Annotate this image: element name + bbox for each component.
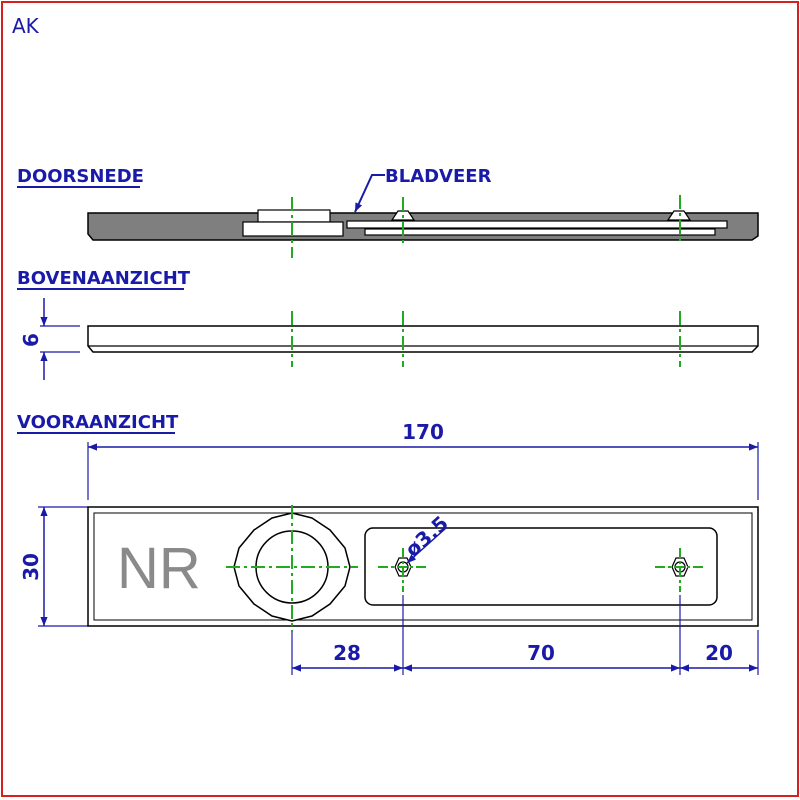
top-view xyxy=(87,311,759,367)
front-view-title: VOORAANZICHT xyxy=(17,412,179,433)
corner-label: AK xyxy=(12,14,40,38)
section-view xyxy=(87,195,759,258)
height-dimension: 30 xyxy=(19,506,88,627)
dimension-28: 28 xyxy=(333,641,361,665)
leaf-spring-label: BLADVEER xyxy=(385,166,492,187)
leaf-spring-leader xyxy=(354,174,385,213)
thickness-value: 6 xyxy=(19,333,43,347)
thickness-dimension: 6 xyxy=(19,298,80,380)
dimension-70: 70 xyxy=(527,641,555,665)
part-marking: NR xyxy=(117,536,201,601)
length-value: 170 xyxy=(402,420,444,444)
height-value: 30 xyxy=(19,553,43,581)
dimension-20: 20 xyxy=(705,641,733,665)
top-view-title: BOVENAANZICHT xyxy=(17,268,191,289)
chain-dimensions: 28 70 20 xyxy=(291,595,759,675)
front-view: NR xyxy=(87,505,759,632)
section-title: DOORSNEDE xyxy=(17,166,144,187)
length-dimension: 170 xyxy=(87,420,759,500)
